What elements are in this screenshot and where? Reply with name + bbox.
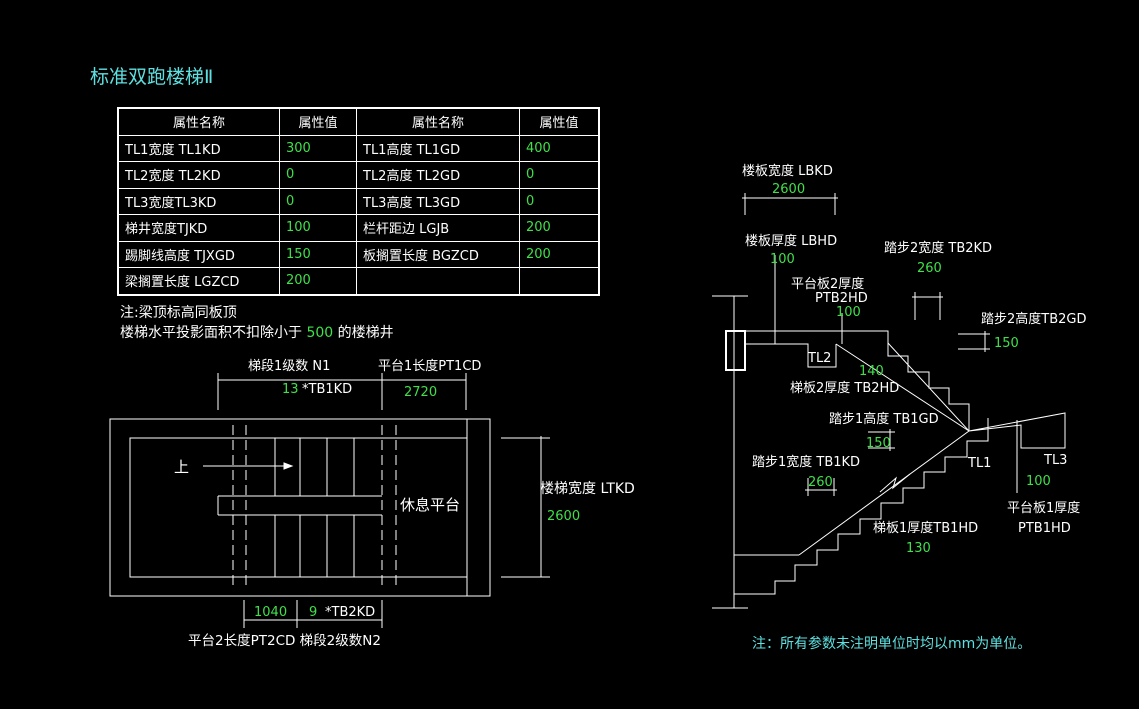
n2-unit: *TB2KD — [325, 605, 375, 620]
lower-flight-steps — [734, 418, 989, 595]
property-name: TL3高度 TL3GD — [356, 187, 520, 215]
ptb2-label: 平台板2厚度 — [791, 276, 864, 292]
landing-label: 休息平台 — [400, 496, 460, 514]
table-row: TL1宽度 TL1KD 300 TL1高度 TL1GD 400 — [117, 134, 600, 162]
plan-outer-wall — [109, 418, 491, 597]
plan-view — [109, 373, 550, 628]
tb2kd-value[interactable]: 260 — [917, 261, 942, 276]
tb2gd-value[interactable]: 150 — [994, 336, 1019, 351]
pt2-value[interactable]: 1040 — [254, 605, 287, 620]
table-row: 踢脚线高度 TJXGD 150 板搁置长度 BGZCD 200 — [117, 240, 600, 268]
table-row: TL3宽度TL3KD 0 TL3高度 TL3GD 0 — [117, 187, 600, 215]
ptb2-value[interactable]: 100 — [836, 305, 861, 320]
property-name: TL2宽度 TL2KD — [117, 161, 280, 189]
slab-break-symbol — [879, 473, 911, 493]
column-header: 属性名称 — [356, 107, 520, 136]
property-value[interactable] — [519, 267, 600, 295]
property-name: 栏杆距边 LGJB — [356, 214, 520, 242]
note-prefix: 楼梯水平投影面积不扣除小于 — [120, 325, 302, 341]
table-row: TL2宽度 TL2KD 0 TL2高度 TL2GD 0 — [117, 161, 600, 189]
property-value[interactable]: 200 — [519, 240, 600, 268]
landing-1-slab — [745, 330, 1066, 449]
pt1-label: 平台1长度PT1CD — [378, 358, 481, 374]
property-name: TL1高度 TL1GD — [356, 134, 520, 162]
tl1-label: TL1 — [967, 456, 991, 471]
tb1kd-label: 踏步1宽度 TB1KD — [752, 454, 860, 470]
n1-unit: *TB1KD — [302, 382, 352, 397]
width-label: 楼梯宽度 LTKD — [540, 480, 635, 497]
table-row: 梯井宽度TJKD 100 栏杆距边 LGJB 200 — [117, 214, 600, 242]
property-name: TL2高度 TL2GD — [356, 161, 520, 189]
tb2kd-label: 踏步2宽度 TB2KD — [884, 240, 992, 256]
n1-value[interactable]: 13 — [282, 382, 299, 397]
column-header: 属性名称 — [117, 107, 280, 136]
up-arrow-head — [283, 462, 294, 470]
plan-bottom-label: 平台2长度PT2CD 梯段2级数N2 — [188, 633, 381, 649]
tb1hd-label: 梯板1厚度TB1HD — [873, 520, 978, 536]
table-header-row: 属性名称 属性值 属性名称 属性值 — [117, 107, 600, 136]
tb1hd-value[interactable]: 130 — [906, 541, 931, 556]
ptb1-value[interactable]: 100 — [1026, 474, 1051, 489]
tb1gd-label: 踏步1高度 TB1GD — [829, 411, 939, 427]
page-title: 标准双跑楼梯Ⅱ — [90, 66, 214, 88]
ptb1-code: PTB1HD — [1018, 521, 1071, 536]
tb2gd-label: 踏步2高度TB2GD — [981, 311, 1087, 327]
property-value[interactable]: 200 — [519, 214, 600, 242]
note-suffix: 的楼梯井 — [337, 325, 394, 341]
ptb1-label: 平台板1厚度 — [1007, 500, 1080, 516]
ptb2-code: PTB2HD — [815, 291, 868, 306]
property-name: 梯井宽度TJKD — [117, 214, 280, 242]
property-value[interactable]: 100 — [279, 214, 357, 242]
landing-2-slab — [745, 343, 837, 368]
note-stairwell: 楼梯水平投影面积不扣除小于 500 的楼梯井 — [120, 322, 394, 342]
section-wall-block — [725, 330, 746, 371]
lbhd-label: 楼板厚度 LBHD — [745, 233, 837, 249]
property-table: 属性名称 属性值 属性名称 属性值 TL1宽度 TL1KD 300 TL1高度 … — [117, 107, 600, 296]
property-value[interactable]: 0 — [519, 161, 600, 189]
plan-labels: 梯段1级数 N1 13 *TB1KD 平台1长度PT1CD 2720 上 休息平… — [174, 358, 635, 649]
section-view — [712, 193, 1066, 609]
column-header: 属性值 — [279, 107, 357, 136]
plan-beam-lines — [232, 425, 397, 590]
tl3-label: TL3 — [1043, 453, 1067, 468]
property-value[interactable]: 200 — [279, 267, 357, 295]
property-name: TL3宽度TL3KD — [117, 187, 280, 215]
tb2hd-label: 梯板2厚度 TB2HD — [790, 380, 899, 396]
property-value[interactable]: 300 — [279, 134, 357, 162]
pt1-value[interactable]: 2720 — [404, 385, 437, 400]
footnote: 注：所有参数未注明单位时均以mm为单位。 — [752, 636, 1032, 652]
section-labels: 楼板宽度 LBKD 2600 楼板厚度 LBHD 100 平台板2厚度 PTB2… — [742, 163, 1087, 556]
table-row: 梁搁置长度 LGZCD 200 — [117, 267, 600, 295]
property-name: TL1宽度 TL1KD — [117, 134, 280, 162]
upper-flight-steps — [887, 343, 970, 431]
lower-flight-soffit — [798, 430, 970, 556]
property-name — [356, 267, 520, 295]
property-value[interactable]: 0 — [279, 161, 357, 189]
property-value[interactable]: 0 — [279, 187, 357, 215]
column-header: 属性值 — [519, 107, 600, 136]
property-value[interactable]: 0 — [519, 187, 600, 215]
tb1kd-value[interactable]: 260 — [808, 475, 833, 490]
tb2hd-value[interactable]: 140 — [859, 364, 884, 379]
tl2-label: TL2 — [807, 351, 831, 366]
property-value[interactable]: 150 — [279, 240, 357, 268]
lbhd-value[interactable]: 100 — [770, 252, 795, 267]
tb1gd-value[interactable]: 150 — [866, 436, 891, 451]
property-value[interactable]: 400 — [519, 134, 600, 162]
note-value[interactable]: 500 — [306, 325, 334, 341]
width-value[interactable]: 2600 — [547, 509, 580, 524]
lbkd-label: 楼板宽度 LBKD — [742, 163, 833, 179]
n1-label: 梯段1级数 N1 — [248, 359, 330, 374]
property-name: 踢脚线高度 TJXGD — [117, 240, 280, 268]
property-name: 板搁置长度 BGZCD — [356, 240, 520, 268]
n2-value[interactable]: 9 — [309, 605, 317, 620]
lbkd-value[interactable]: 2600 — [772, 182, 805, 197]
note-beam-top: 注:梁顶标高同板顶 — [120, 305, 237, 321]
up-label: 上 — [174, 458, 189, 476]
upper-flight-soffit — [835, 343, 970, 432]
